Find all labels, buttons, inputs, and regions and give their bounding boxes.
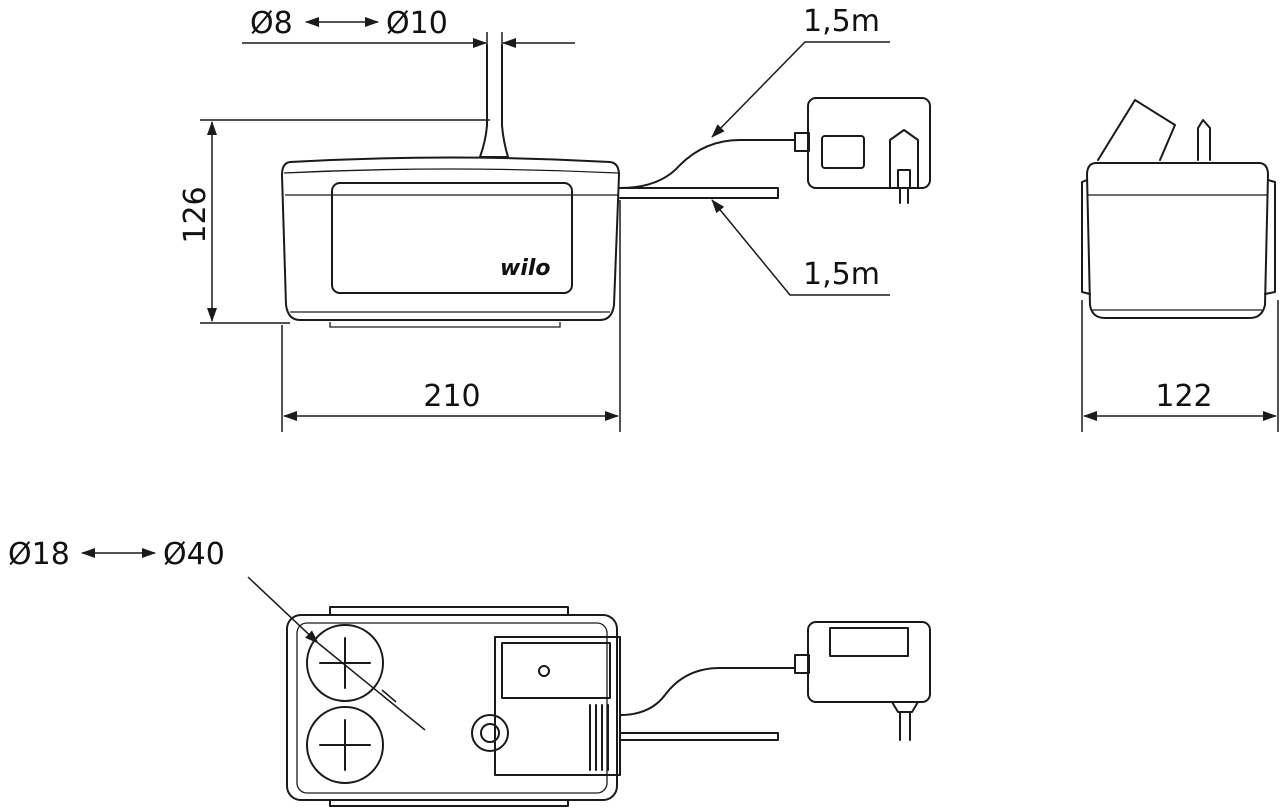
top-body bbox=[286, 614, 618, 801]
cable-length-top: 1,5m bbox=[803, 4, 880, 39]
side-body bbox=[1086, 162, 1269, 319]
inlet-1 bbox=[306, 624, 384, 702]
depth-dimension: 122 bbox=[1155, 379, 1212, 414]
side-view: 122 bbox=[1081, 99, 1279, 432]
side-adapter bbox=[1097, 99, 1176, 161]
front-panel bbox=[331, 182, 573, 294]
height-dimension: 126 bbox=[178, 186, 213, 243]
inlet-2 bbox=[306, 706, 384, 784]
power-cable-top bbox=[619, 139, 796, 189]
wilo-logo: wilo bbox=[500, 256, 551, 281]
discharge-tube bbox=[479, 44, 509, 158]
width-dimension: 210 bbox=[423, 379, 480, 414]
float-sensor bbox=[471, 714, 509, 752]
pump-body bbox=[281, 156, 620, 321]
tube-diameter-max: Ø10 bbox=[386, 6, 448, 41]
cable-bottom bbox=[619, 187, 779, 199]
front-view: wilo 126 210 Ø8 Ø10 1,5m 1,5m bbox=[178, 4, 931, 432]
inlet-diameter-min: Ø18 bbox=[8, 537, 70, 572]
electronics-cover bbox=[494, 636, 621, 776]
inlet-diameter-max: Ø40 bbox=[163, 537, 225, 572]
top-power-adapter bbox=[807, 621, 931, 703]
top-view: Ø18 Ø40 bbox=[8, 537, 931, 807]
power-adapter bbox=[807, 97, 931, 189]
cable-length-bottom: 1,5m bbox=[803, 257, 880, 292]
tube-diameter-min: Ø8 bbox=[250, 6, 293, 41]
